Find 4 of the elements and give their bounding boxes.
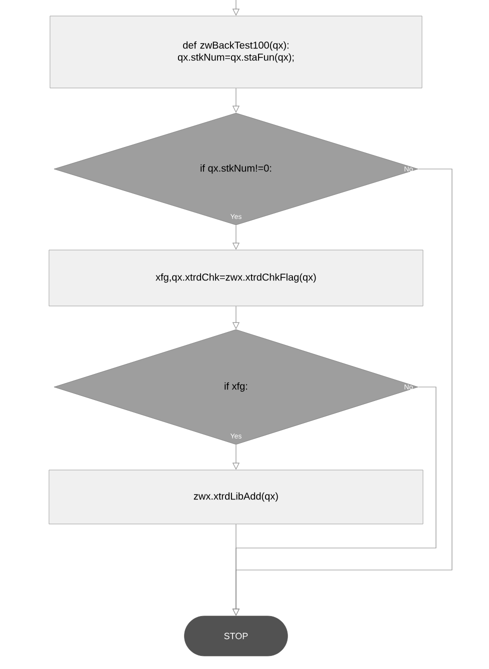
process-box: def zwBackTest100(qx): qx.stkNum=qx.staFun(qx); [50, 16, 422, 88]
process-box: zwx.xtrdLibAdd(qx) [48, 470, 424, 524]
terminal-pill: STOP [184, 616, 288, 656]
process-box: xfg,qx.xtrdChk=zwx.xtrdChkFlag(qx) [48, 250, 424, 306]
